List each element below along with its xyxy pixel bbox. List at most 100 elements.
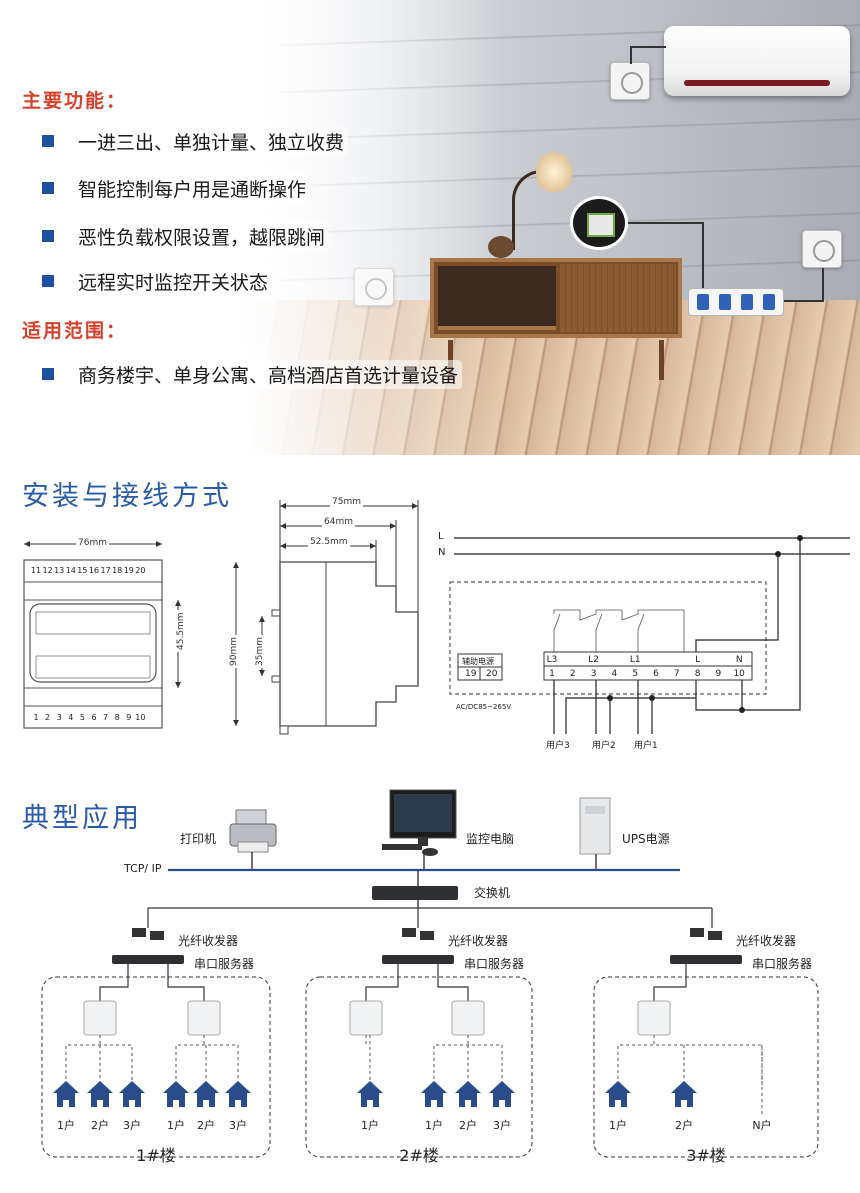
- wiring-terminal-label: 7: [673, 669, 680, 679]
- install-section-title: 安装与接线方式: [22, 481, 232, 512]
- household-label: 2户: [675, 1118, 693, 1132]
- cable: [628, 222, 704, 290]
- wiring-terminal-label: 8: [694, 669, 701, 679]
- fiber-transceiver-label: 光纤收发器: [448, 934, 509, 948]
- user-1-label: 用户1: [634, 741, 658, 751]
- terminal-pin-label: 2: [45, 713, 51, 722]
- wiring-terminal-label: L: [695, 655, 701, 665]
- user-3-label: 用户3: [546, 741, 570, 751]
- wiring-terminal-label: N: [735, 655, 743, 665]
- air-conditioner-image: [664, 26, 850, 96]
- serial-server-icon: [382, 955, 454, 964]
- house-icon: [671, 1081, 697, 1107]
- wiring-terminal-label: 5: [632, 669, 639, 679]
- building-name-label: 3#楼: [686, 1146, 726, 1165]
- house-icon: [455, 1081, 481, 1107]
- application-section-title: 典型应用: [22, 803, 142, 834]
- terminal-pin-label: 9: [126, 713, 132, 722]
- cable: [784, 268, 824, 302]
- feature-item: 一进三出、单独计量、独立收费: [42, 126, 349, 156]
- wall-outlet-icon: [610, 62, 650, 100]
- scope-heading: 适用范围：: [22, 320, 128, 342]
- fiber-transceiver-icon: [402, 928, 416, 937]
- household-label: 2户: [197, 1118, 215, 1132]
- wiring-terminal-label: 2: [569, 669, 576, 679]
- terminal-pin-label: 5: [79, 713, 85, 722]
- wiring-terminal-label: 1: [549, 669, 555, 679]
- feature-item: 恶性负载权限设置，越限跳闸: [42, 221, 330, 251]
- household-label: 1户: [57, 1118, 75, 1132]
- household-label: N户: [752, 1118, 771, 1132]
- fiber-transceiver-icon: [132, 928, 146, 937]
- bullet-icon: [42, 368, 54, 380]
- line-N-label: N: [438, 547, 446, 558]
- serial-server-label: 串口服务器: [464, 957, 525, 971]
- fiber-transceiver-label: 光纤收发器: [178, 934, 239, 948]
- tcp-ip-label: TCP/ IP: [124, 862, 162, 875]
- feature-item: 远程实时监控开关状态: [42, 266, 273, 296]
- terminal-pin-label: 6: [91, 713, 97, 722]
- house-icon: [225, 1081, 251, 1107]
- terminal-pin-label: 8: [114, 713, 120, 722]
- household-label: 3户: [493, 1118, 511, 1132]
- house-icon: [489, 1081, 515, 1107]
- terminal-pin-label: 17: [100, 566, 111, 575]
- house-icon: [119, 1081, 145, 1107]
- building-group-3: 1户 2户 N户 3#楼: [593, 928, 819, 1165]
- dim-64-label: 64mm: [322, 517, 355, 527]
- terminal-pin-label: 1: [33, 713, 39, 722]
- lamp-shade: [536, 152, 572, 192]
- width-76-label: 76mm: [76, 538, 109, 548]
- household-label: 1户: [167, 1118, 185, 1132]
- pc-label: 监控电脑: [466, 832, 515, 846]
- bullet-icon: [42, 230, 54, 242]
- cabinet-legs: [448, 340, 664, 380]
- network-diagram: [147, 789, 713, 928]
- building-boundary: [305, 976, 533, 1158]
- household-label: 1户: [361, 1118, 379, 1132]
- terminal-pin-label: 16: [88, 566, 100, 575]
- aux-pin-19: 19: [465, 669, 477, 679]
- tablet-icon: [570, 196, 628, 250]
- line-L-label: L: [438, 531, 444, 542]
- wiring-terminal-label: 9: [715, 669, 722, 679]
- printer-label: 打印机: [180, 832, 217, 846]
- monitor-icon: [382, 789, 457, 856]
- wiring-terminal-label: 4: [611, 669, 618, 679]
- fiber-transceiver-label: 光纤收发器: [736, 934, 797, 948]
- terminal-pin-label: 12: [42, 566, 53, 575]
- household-label: 3户: [229, 1118, 247, 1132]
- ups-icon: [579, 797, 611, 855]
- printer-icon: [229, 809, 277, 853]
- features-heading: 主要功能：: [22, 90, 128, 112]
- vase-image: [488, 236, 514, 258]
- scope-item: 商务楼宇、单身公寓、高档酒店首选计量设备: [42, 359, 463, 389]
- user-2-label: 用户2: [592, 741, 616, 751]
- serial-server-label: 串口服务器: [752, 957, 813, 971]
- wiring-terminal-label: 6: [653, 669, 659, 679]
- household-label: 1户: [609, 1118, 627, 1132]
- terminal-pin-label: 20: [135, 566, 146, 575]
- building-boundary: [41, 976, 271, 1158]
- switch-icon: [372, 886, 458, 900]
- serial-server-icon: [112, 955, 184, 964]
- aux-pin-20: 20: [486, 669, 498, 679]
- house-icon: [53, 1081, 79, 1107]
- building-name-label: 1#楼: [136, 1146, 176, 1165]
- wiring-terminal-label: 10: [733, 669, 745, 679]
- serial-server-label: 串口服务器: [194, 957, 255, 971]
- wiring-terminal-label: L2: [588, 655, 599, 665]
- wiring-terminal-label: L3: [546, 655, 558, 665]
- ups-label: UPS电源: [622, 832, 670, 846]
- cable: [630, 46, 666, 64]
- household-label: 2户: [459, 1118, 477, 1132]
- wall-outlet-icon: [802, 230, 842, 268]
- wiring-diagram: [449, 535, 850, 734]
- serial-server-icon: [670, 955, 742, 964]
- terminal-pin-label: 11: [30, 566, 42, 575]
- terminal-pin-label: 15: [77, 566, 88, 575]
- building-name-label: 2#楼: [399, 1146, 439, 1165]
- bullet-icon: [42, 135, 54, 147]
